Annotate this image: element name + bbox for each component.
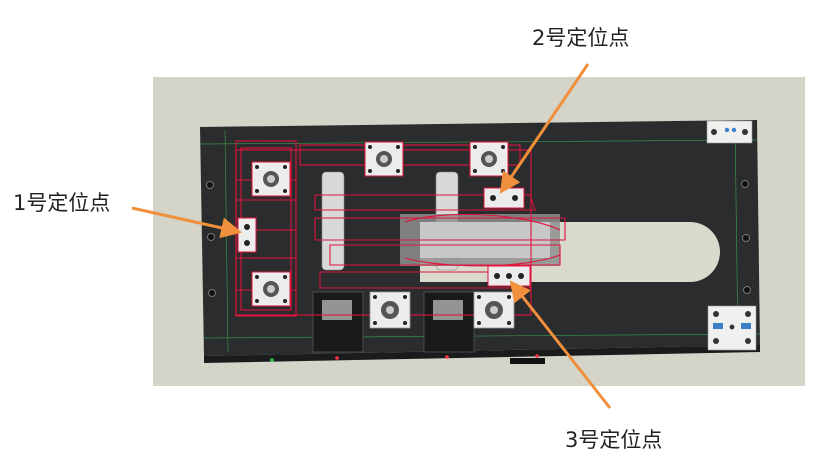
locator-pads <box>237 141 531 329</box>
label-point-1: 1号定位点 <box>13 191 111 215</box>
locating-point-1-pad <box>237 217 257 253</box>
callout-arrows <box>131 63 612 409</box>
label-point-3: 3号定位点 <box>565 428 663 452</box>
lower-clamp-blocks <box>312 291 475 353</box>
label-point-2: 2号定位点 <box>532 26 630 50</box>
right-locator-plates <box>706 120 757 351</box>
locating-point-2-pad <box>483 187 525 209</box>
locating-point-3-pad <box>487 265 531 287</box>
arrow-point-1 <box>131 206 243 239</box>
arrow-point-3 <box>509 280 612 409</box>
arrow-point-2 <box>499 63 590 194</box>
